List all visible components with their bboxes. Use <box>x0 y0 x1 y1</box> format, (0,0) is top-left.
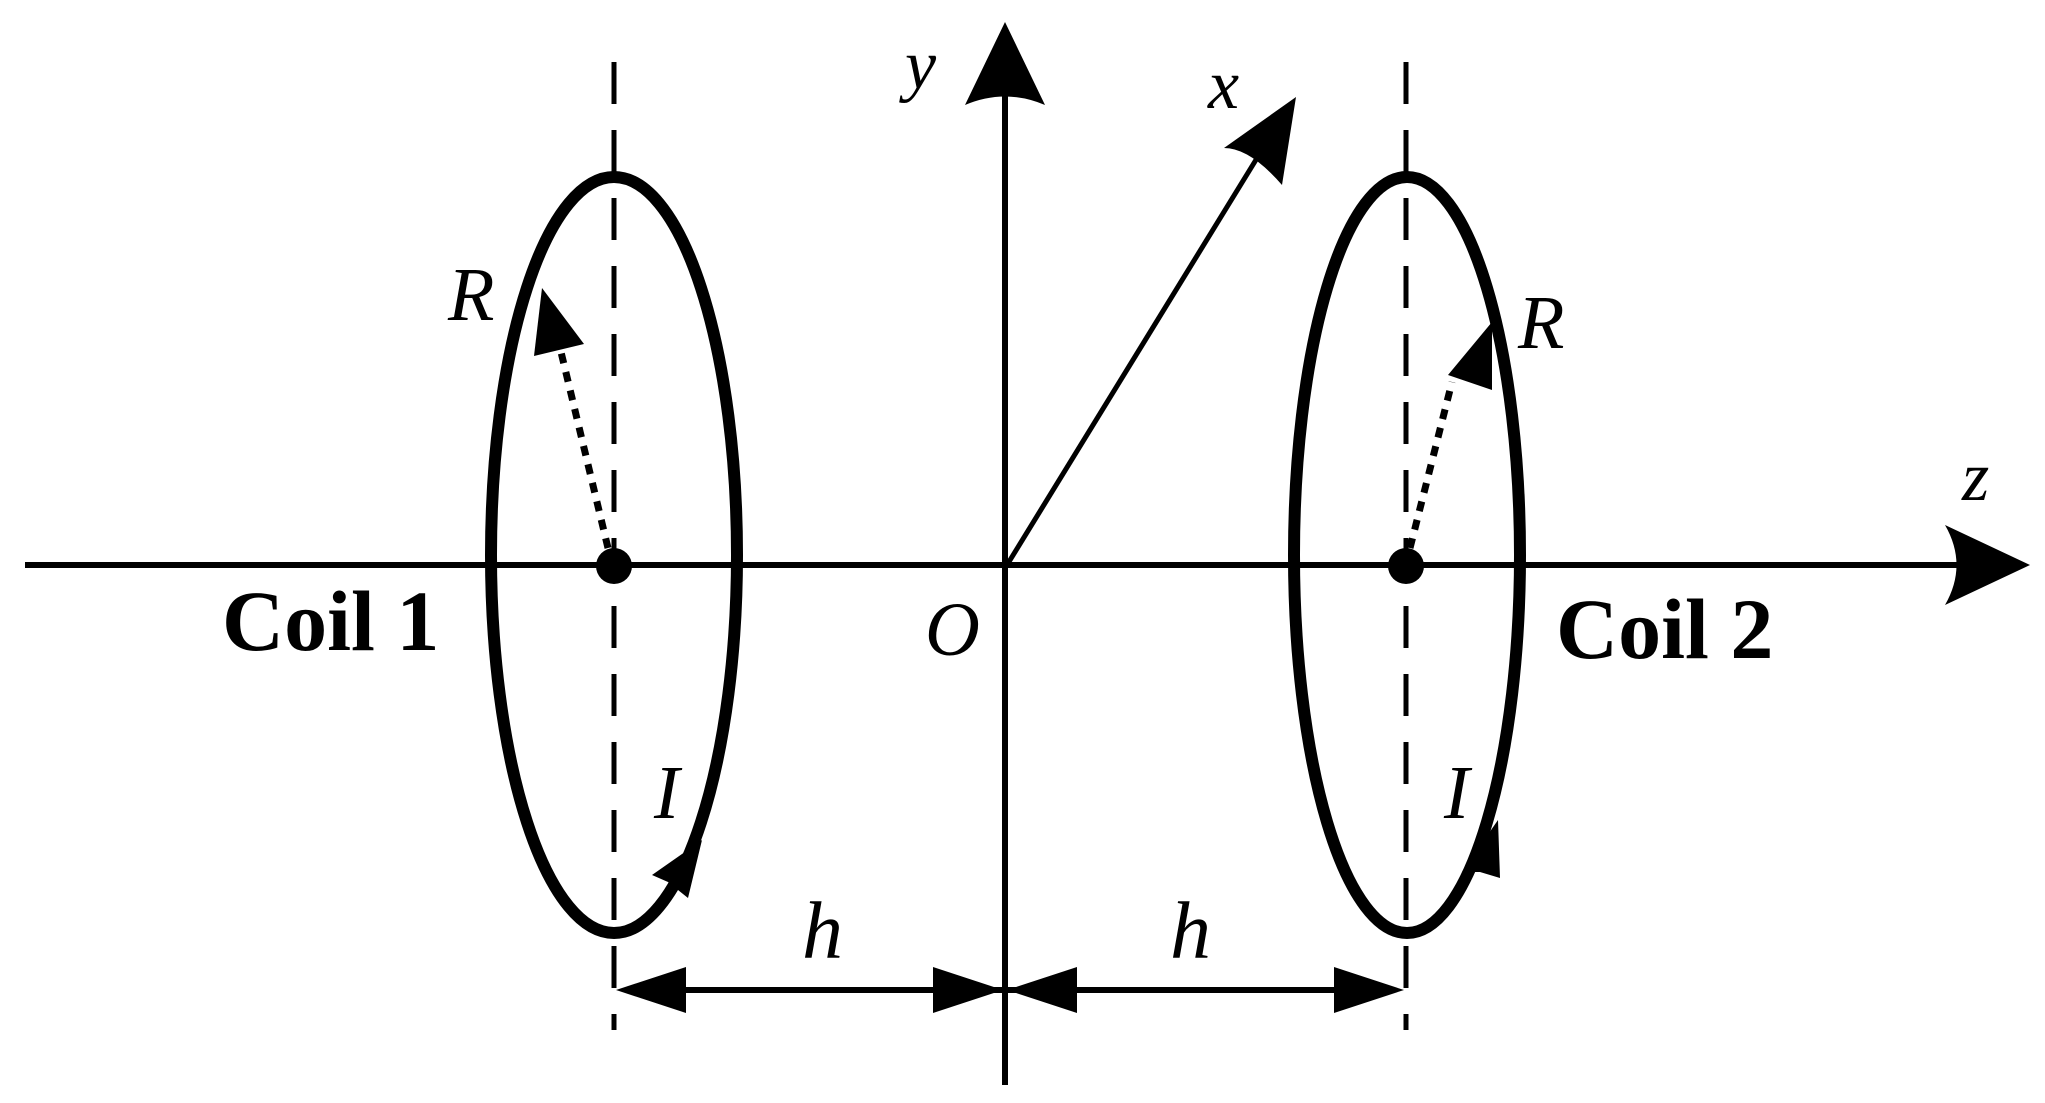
y-axis-label: y <box>899 27 937 104</box>
coil1-center-dot <box>596 548 632 584</box>
x-axis-line <box>1004 148 1265 567</box>
coil1-current-arrowhead <box>652 840 702 898</box>
dimension-arrowhead-right-start <box>1007 967 1077 1013</box>
coil2-radius-arrow-line <box>1406 381 1456 549</box>
spacing-right-label: h <box>1170 885 1211 976</box>
x-axis-label: x <box>1207 47 1239 124</box>
coil2-radius-label: R <box>1517 281 1564 365</box>
coil1-ring <box>485 171 743 939</box>
origin-label: O <box>925 588 980 672</box>
coil2-ring <box>1288 171 1526 939</box>
z-axis-arrowhead <box>1945 525 2030 605</box>
coil1-radius-arrowhead <box>534 288 584 356</box>
coil2-label: Coil 2 <box>1556 581 1773 677</box>
dimension-arrowhead-right-end <box>1334 967 1404 1013</box>
coil1-radius-label: R <box>447 253 494 337</box>
coil1-radius-arrow-line <box>557 351 612 549</box>
x-axis-arrowhead <box>1224 97 1296 185</box>
dimension-arrowhead-left-start <box>616 967 686 1013</box>
dimension-arrowhead-left-end <box>933 967 1003 1013</box>
coil1-current-label: I <box>653 751 683 835</box>
z-axis-label: z <box>1961 439 1989 516</box>
coil1-label: Coil 1 <box>222 573 439 669</box>
coil2-current-arrowhead <box>1462 820 1500 878</box>
y-axis-arrowhead <box>965 22 1045 105</box>
spacing-left-label: h <box>802 885 843 976</box>
coil2-current-label: I <box>1443 751 1473 835</box>
coil2-radius-arrowhead <box>1448 322 1492 390</box>
coil2-center-dot <box>1388 548 1424 584</box>
